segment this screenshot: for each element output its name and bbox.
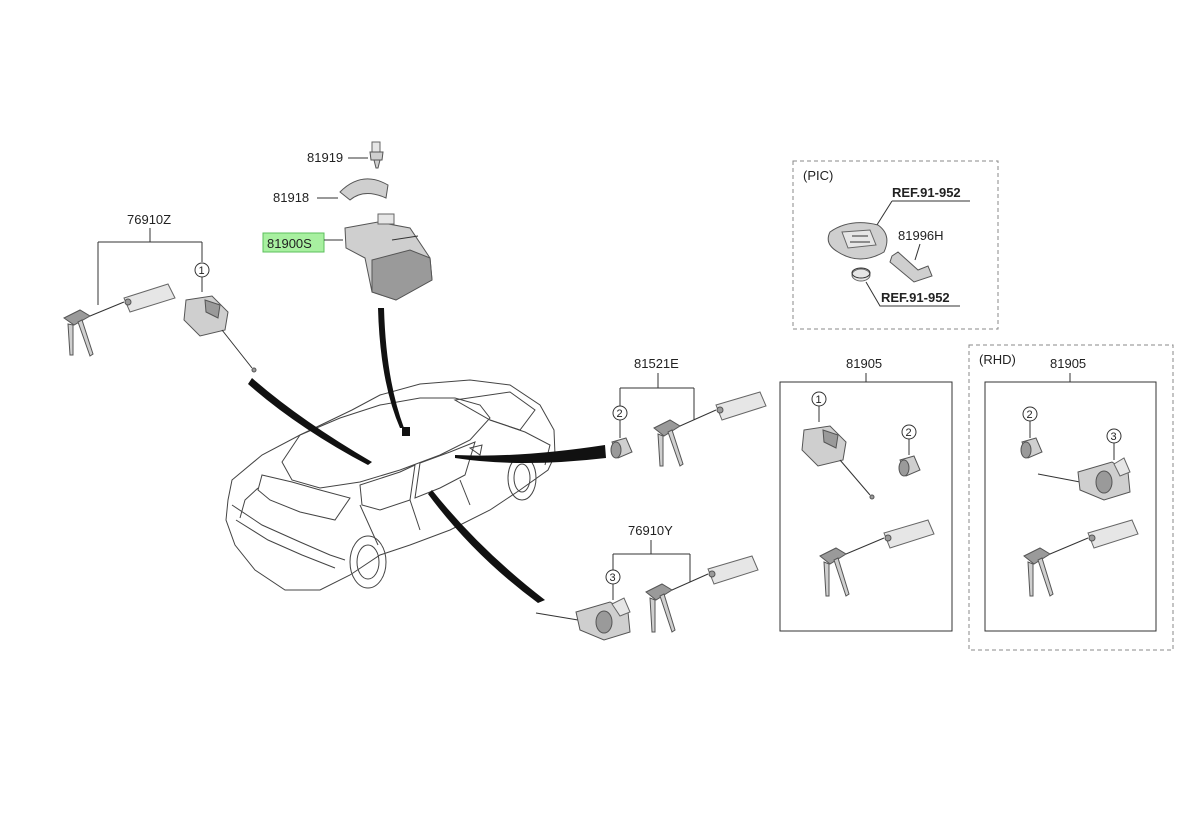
bushing-rhd [1020,437,1043,459]
label-81918: 81918 [273,190,309,205]
label-81900s-highlight[interactable] [262,232,325,253]
svg-text:2: 2 [617,408,623,420]
label-81521e: 81521E [634,356,679,371]
label-pic: (PIC) [803,168,833,183]
label-81905-rhd: 81905 [1050,356,1086,371]
key-set-76910z [63,283,176,357]
svg-text:1: 1 [199,265,205,277]
label-ref-91-952-top[interactable]: REF.91-952 [892,185,961,200]
svg-text:1: 1 [816,394,822,406]
label-81996h: 81996H [898,228,944,243]
set-81905-rhd-frame [984,381,1157,632]
pic-box [792,160,999,330]
lock-cylinder-76910z [183,295,257,373]
label-rhd: (RHD) [979,352,1016,367]
rhd-box [968,344,1174,651]
bushing-81521e [610,437,633,459]
emergency-key-81996h [889,251,933,283]
ignition-location-marker [402,427,410,436]
bolt-81919 [369,141,384,169]
pointer-leaders [248,308,606,603]
lock-cylinder-76910y [535,597,631,641]
label-81905: 81905 [846,356,882,371]
set-81905-frame [779,381,953,632]
battery-coin-cell [851,267,871,282]
label-81919: 81919 [307,150,343,165]
svg-text:3: 3 [1111,431,1117,443]
key-set-81905 [819,519,935,597]
smart-key-fob [827,222,888,260]
bushing-81905 [898,455,921,477]
key-set-rhd [1023,519,1139,597]
key-set-81521e [653,391,767,467]
label-ref-91-952-bottom[interactable]: REF.91-952 [881,290,950,305]
svg-text:2: 2 [1027,409,1033,421]
lock-cylinder-rhd [1037,457,1131,501]
module-81900s [344,213,433,301]
label-81900s[interactable]: 81900S [267,236,312,251]
svg-text:3: 3 [610,572,616,584]
clamp-81918 [339,178,389,201]
car-illustration [225,379,556,591]
label-76910y: 76910Y [628,523,673,538]
label-76910z: 76910Z [127,212,171,227]
svg-text:2: 2 [906,427,912,439]
lock-cylinder-81905 [801,425,875,500]
key-set-76910y [645,555,759,633]
